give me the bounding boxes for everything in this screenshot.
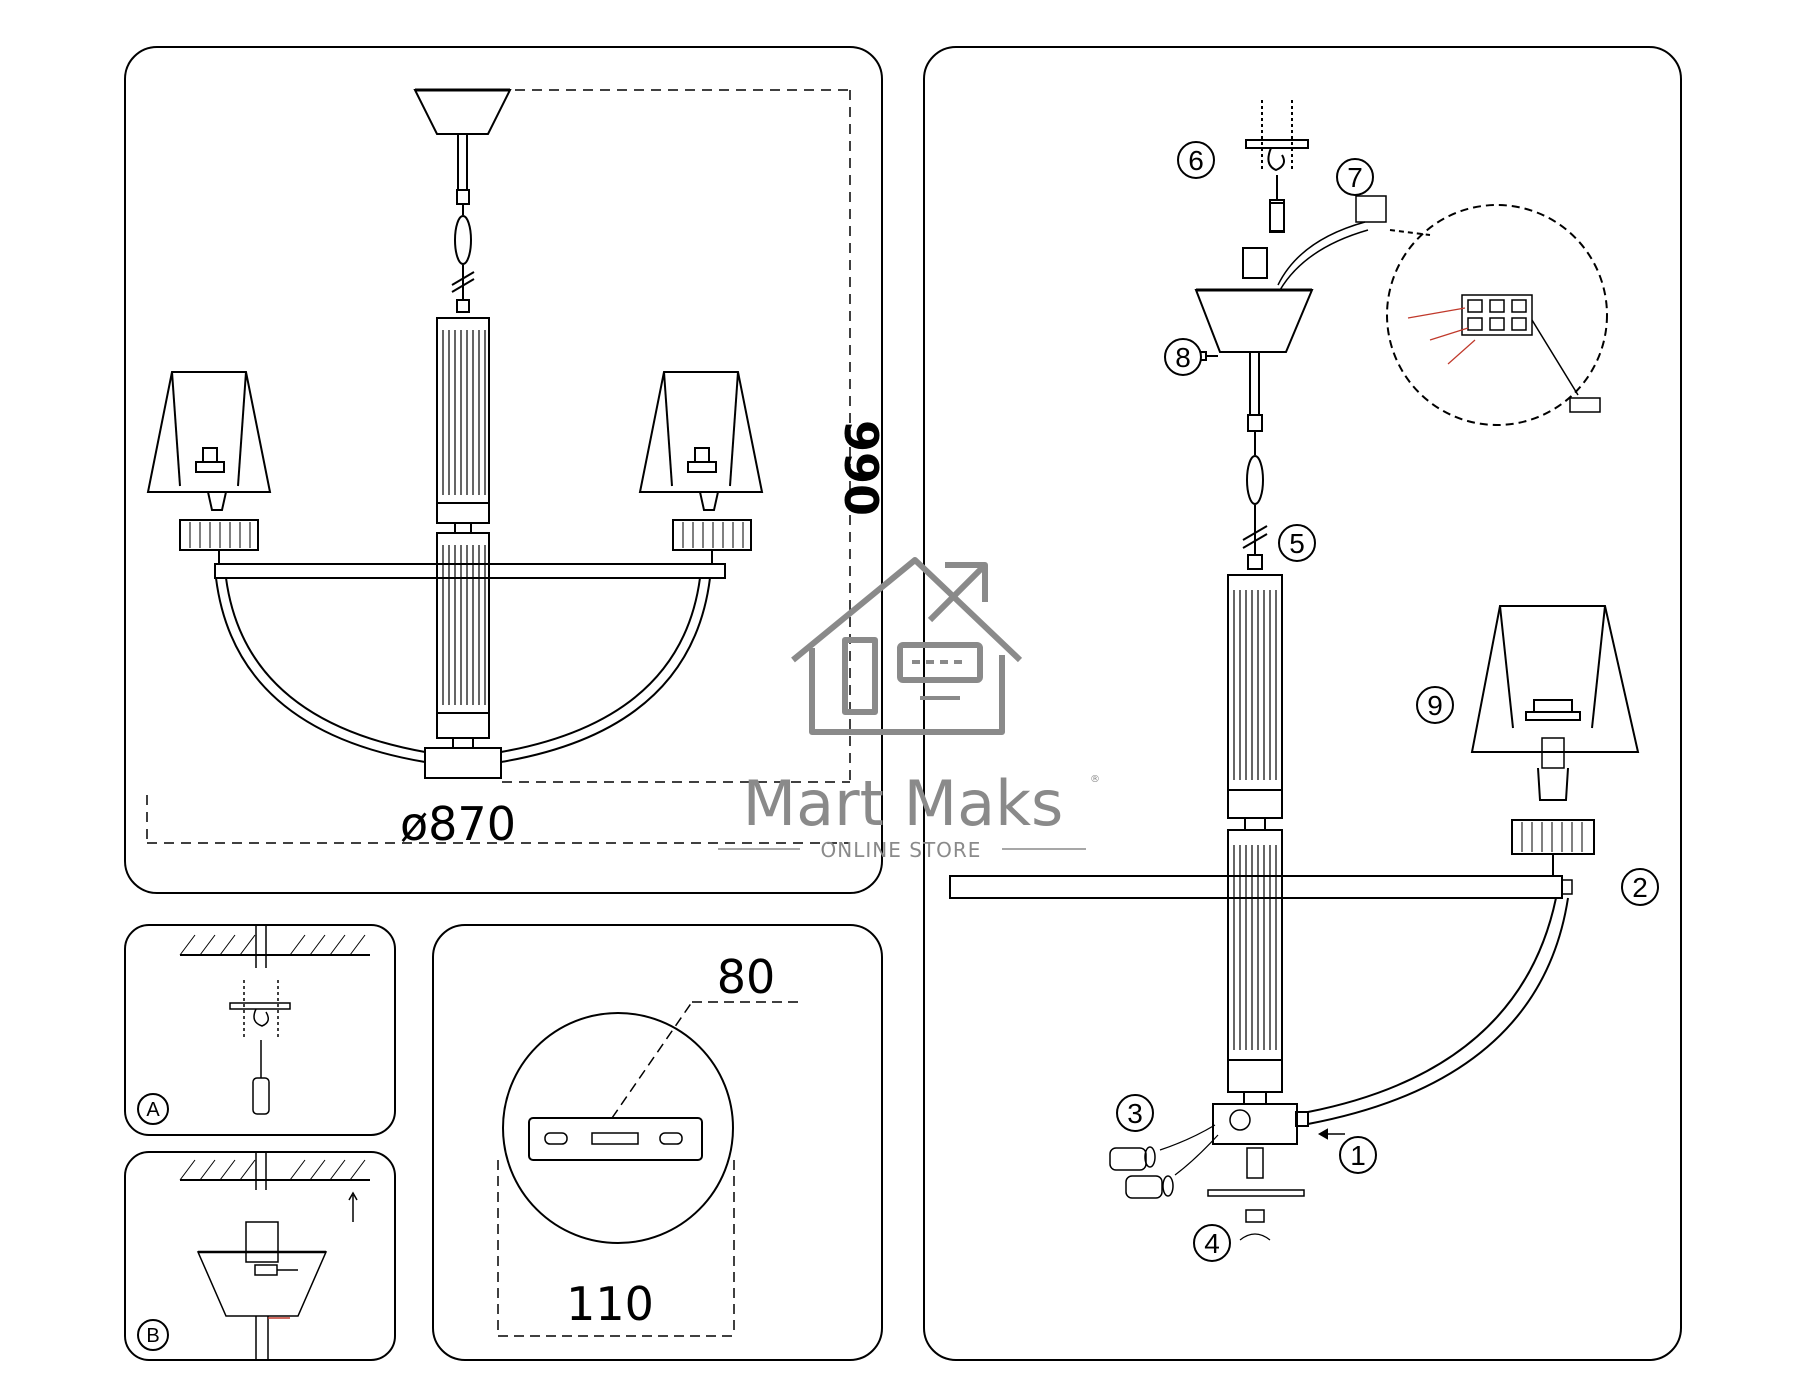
canopy-plate-drawing (502, 1012, 734, 1244)
watermark-brand: Mart Maks (743, 767, 1064, 840)
step-marker-4: 4 (1193, 1224, 1231, 1262)
panel-mount-a (124, 924, 396, 1136)
canopy-dimension-lines (497, 1001, 800, 1337)
step-marker-8: 8 (1164, 338, 1202, 376)
svg-text:2: 2 (1632, 872, 1648, 903)
watermark-tagline: ONLINE STORE (821, 838, 982, 862)
mount-b-badge: B (137, 1319, 169, 1351)
svg-text:5: 5 (1289, 528, 1305, 559)
step-marker-7: 7 (1336, 158, 1374, 196)
step-marker-2: 2 (1621, 868, 1659, 906)
chandelier-overview (146, 88, 764, 779)
panel-overview (124, 46, 883, 894)
mount-b-drawing (179, 1152, 370, 1360)
height-dimension-label: 990 (834, 420, 888, 516)
chandelier-exploded (949, 100, 1640, 1241)
watermark: Mart Maks ® ONLINE STORE (718, 557, 1100, 862)
diameter-dimension-label: ø870 (400, 797, 516, 851)
svg-text:3: 3 (1127, 1098, 1143, 1129)
terminal-block-detail (1461, 294, 1601, 413)
step-marker-3: 3 (1116, 1094, 1154, 1132)
svg-text:B: B (146, 1325, 159, 1347)
svg-text:9: 9 (1427, 690, 1443, 721)
plate-width-label: 80 (717, 950, 776, 1004)
svg-text:7: 7 (1347, 162, 1363, 193)
house-logo-icon (791, 557, 1023, 735)
panel-assembly (923, 46, 1682, 1361)
watermark-registered: ® (1090, 774, 1100, 785)
canopy-diameter-label: 110 (566, 1277, 654, 1331)
step-marker-6: 6 (1177, 141, 1215, 179)
svg-text:6: 6 (1188, 145, 1204, 176)
svg-text:4: 4 (1204, 1228, 1220, 1259)
step-marker-9: 9 (1416, 686, 1454, 724)
panel-mount-b (124, 1151, 396, 1361)
svg-text:8: 8 (1175, 342, 1191, 373)
panel-canopy (432, 924, 883, 1361)
mount-a-drawing (179, 925, 370, 1115)
mount-a-badge: A (137, 1093, 169, 1125)
step-marker-1: 1 (1339, 1136, 1377, 1174)
dimension-lines-overview (146, 89, 851, 844)
svg-text:1: 1 (1350, 1140, 1366, 1171)
step-markers: 1 2 3 4 5 6 7 8 9 (1116, 141, 1659, 1262)
svg-text:A: A (146, 1099, 160, 1121)
step-marker-5: 5 (1278, 524, 1316, 562)
